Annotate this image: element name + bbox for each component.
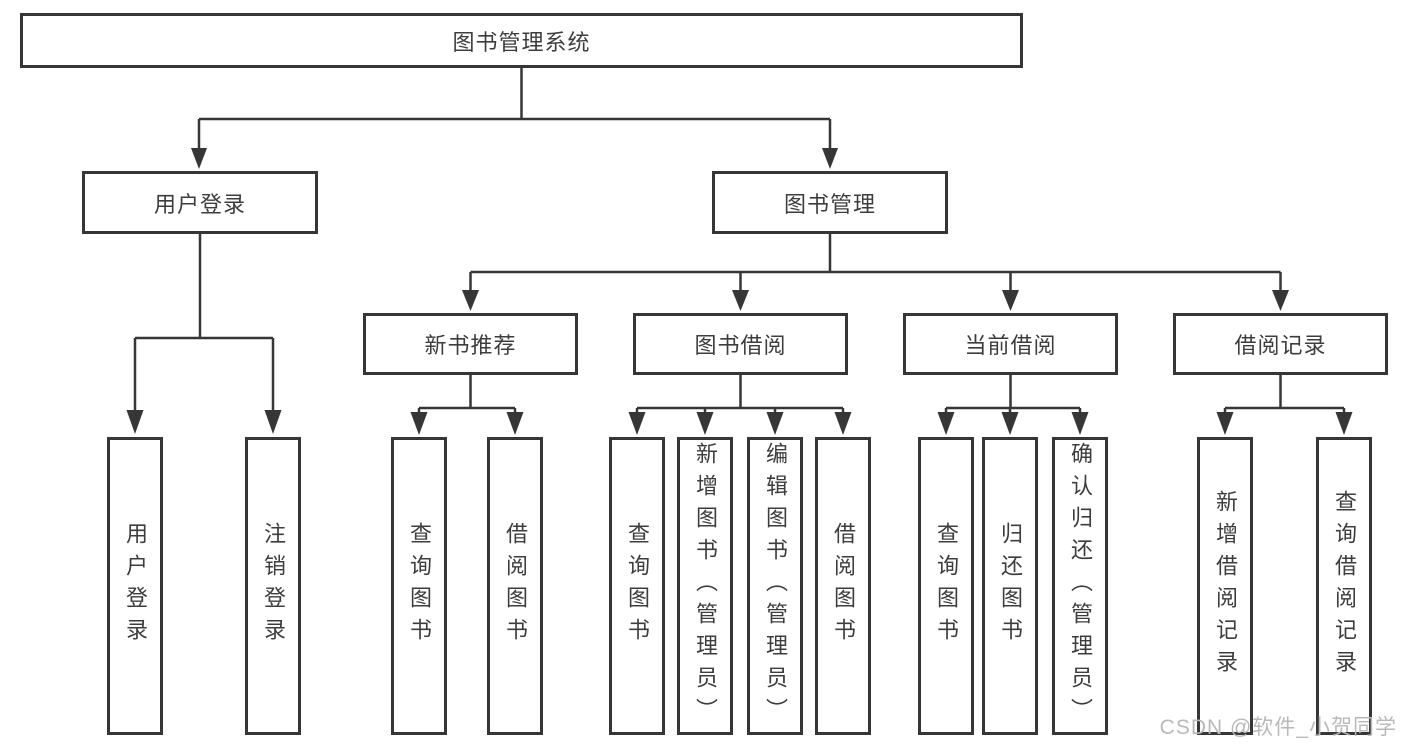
leaf-query-books-borrow: 查询图书 [609,437,665,735]
leaf-label: 查询图书 [934,522,959,650]
leaf-label: 查询借阅记录 [1332,490,1357,682]
leaf-confirm-return-admin: 确认归还（管理员） [1052,437,1108,735]
node-new-book-recommendation: 新书推荐 [363,313,578,375]
node-user-login: 用户登录 [82,171,318,234]
node-label: 当前借阅 [964,333,1057,358]
leaf-label: 编辑图书（管理员） [763,442,788,730]
leaf-label: 新增借阅记录 [1213,490,1238,682]
node-book-management: 图书管理 [712,171,948,234]
node-label: 借阅记录 [1234,333,1327,358]
leaf-label: 查询图书 [625,522,650,650]
leaf-label: 新增图书（管理员） [693,442,718,730]
leaf-label: 借阅图书 [831,522,856,650]
leaf-user-login: 用户登录 [107,437,163,735]
leaf-label: 用户登录 [123,522,148,650]
node-borrowing-records: 借阅记录 [1173,313,1388,375]
leaf-query-borrow-record: 查询借阅记录 [1316,437,1372,735]
leaf-return-books: 归还图书 [982,437,1038,735]
leaf-add-books-admin: 新增图书（管理员） [677,437,733,735]
leaf-label: 注销登录 [261,522,286,650]
arrowheads [126,148,1353,435]
leaf-label: 借阅图书 [503,522,528,650]
node-book-borrowing: 图书借阅 [633,313,848,375]
leaf-borrow-books: 借阅图书 [815,437,871,735]
leaf-label: 确认归还（管理员） [1068,442,1093,730]
leaf-query-books-newbook: 查询图书 [391,437,447,735]
leaf-query-books-current: 查询图书 [918,437,974,735]
node-label: 图书借阅 [694,333,787,358]
leaf-edit-books-admin: 编辑图书（管理员） [747,437,803,735]
node-library-management-system: 图书管理系统 [20,13,1023,68]
leaf-borrow-books-newbook: 借阅图书 [487,437,543,735]
node-label: 图书管理系统 [452,29,591,55]
leaf-add-borrow-record: 新增借阅记录 [1197,437,1253,735]
csdn-watermark: CSDN @软件_小贺同学 [1159,716,1397,739]
leaf-logout: 注销登录 [245,437,301,735]
node-label: 图书管理 [783,191,876,217]
node-current-borrowing: 当前借阅 [903,313,1118,375]
leaf-label: 查询图书 [407,522,432,650]
node-label: 新书推荐 [424,333,517,358]
node-label: 用户登录 [153,191,246,217]
leaf-label: 归还图书 [998,522,1023,650]
